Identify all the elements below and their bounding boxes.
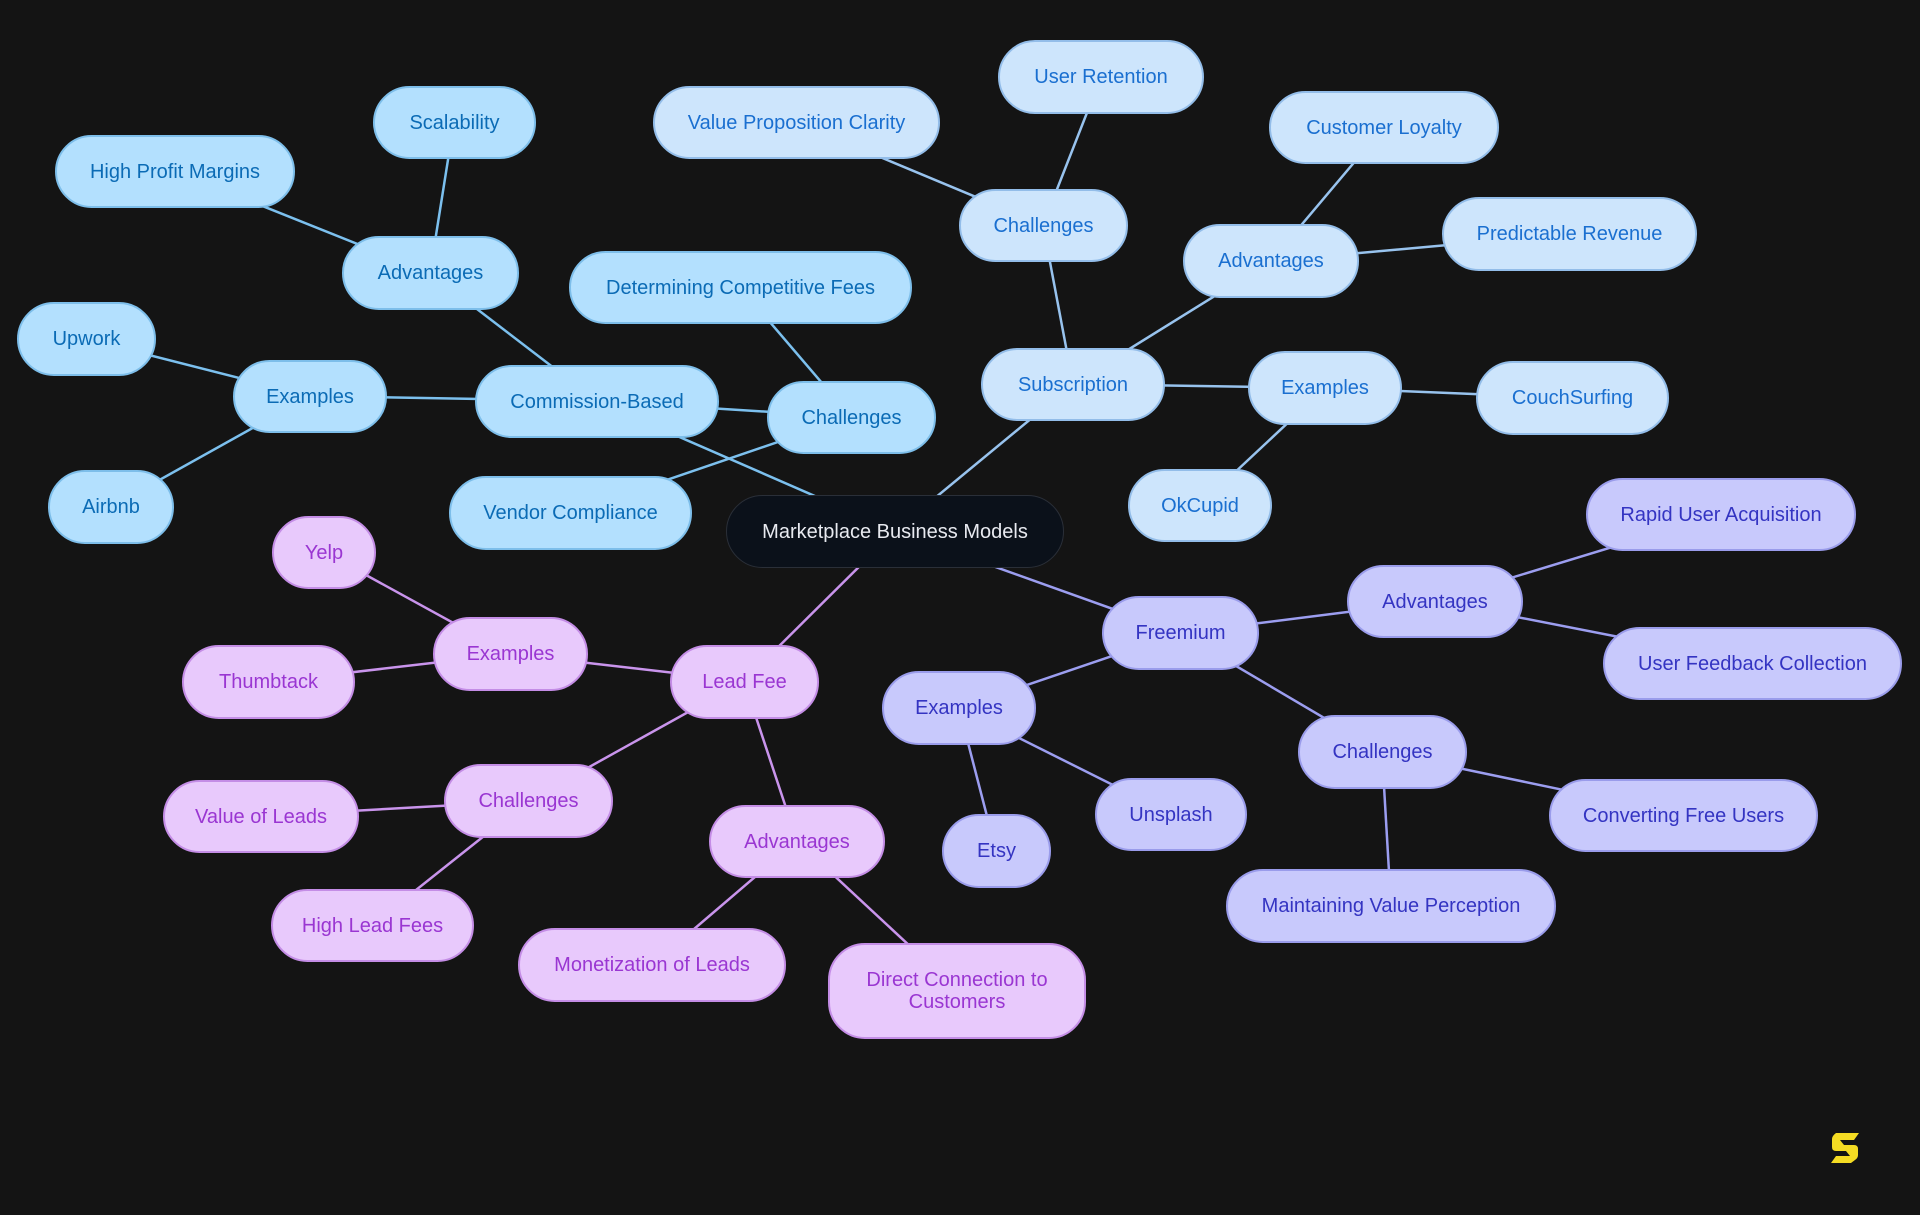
commission-challenges-node[interactable]: Challenges [767,381,936,454]
root-node[interactable]: Marketplace Business Models [726,495,1064,568]
leadfee-advantages-node[interactable]: Advantages [709,805,885,878]
upwork-node[interactable]: Upwork [17,302,156,376]
scalability-node[interactable]: Scalability [373,86,536,159]
unsplash-node[interactable]: Unsplash [1095,778,1247,851]
subscription-challenges-node[interactable]: Challenges [959,189,1128,262]
commission-based-node[interactable]: Commission-Based [475,365,719,438]
etsy-node[interactable]: Etsy [942,814,1051,888]
rapid-user-acquisition-node[interactable]: Rapid User Acquisition [1586,478,1856,551]
maintaining-value-perception-node[interactable]: Maintaining Value Perception [1226,869,1556,943]
couchsurfing-node[interactable]: CouchSurfing [1476,361,1669,435]
freemium-advantages-node[interactable]: Advantages [1347,565,1523,638]
subscription-node[interactable]: Subscription [981,348,1165,421]
monetization-of-leads-node[interactable]: Monetization of Leads [518,928,786,1002]
user-feedback-collection-node[interactable]: User Feedback Collection [1603,627,1902,700]
commission-advantages-node[interactable]: Advantages [342,236,519,310]
value-proposition-clarity-node[interactable]: Value Proposition Clarity [653,86,940,159]
direct-connection-to-customers-node[interactable]: Direct Connection to Customers [828,943,1086,1039]
user-retention-node[interactable]: User Retention [998,40,1204,114]
yelp-node[interactable]: Yelp [272,516,376,589]
converting-free-users-node[interactable]: Converting Free Users [1549,779,1818,852]
leadfee-examples-node[interactable]: Examples [433,617,588,691]
commission-examples-node[interactable]: Examples [233,360,387,433]
subscription-advantages-node[interactable]: Advantages [1183,224,1359,298]
s-logo-icon [1831,1133,1859,1163]
predictable-revenue-node[interactable]: Predictable Revenue [1442,197,1697,271]
leadfee-challenges-node[interactable]: Challenges [444,764,613,838]
freemium-examples-node[interactable]: Examples [882,671,1036,745]
customer-loyalty-node[interactable]: Customer Loyalty [1269,91,1499,164]
high-profit-margins-node[interactable]: High Profit Margins [55,135,295,208]
high-lead-fees-node[interactable]: High Lead Fees [271,889,474,962]
vendor-compliance-node[interactable]: Vendor Compliance [449,476,692,550]
thumbtack-node[interactable]: Thumbtack [182,645,355,719]
lead-fee-node[interactable]: Lead Fee [670,645,819,719]
determining-competitive-fees-node[interactable]: Determining Competitive Fees [569,251,912,324]
freemium-challenges-node[interactable]: Challenges [1298,715,1467,789]
airbnb-node[interactable]: Airbnb [48,470,174,544]
value-of-leads-node[interactable]: Value of Leads [163,780,359,853]
okcupid-node[interactable]: OkCupid [1128,469,1272,542]
subscription-examples-node[interactable]: Examples [1248,351,1402,425]
freemium-node[interactable]: Freemium [1102,596,1259,670]
